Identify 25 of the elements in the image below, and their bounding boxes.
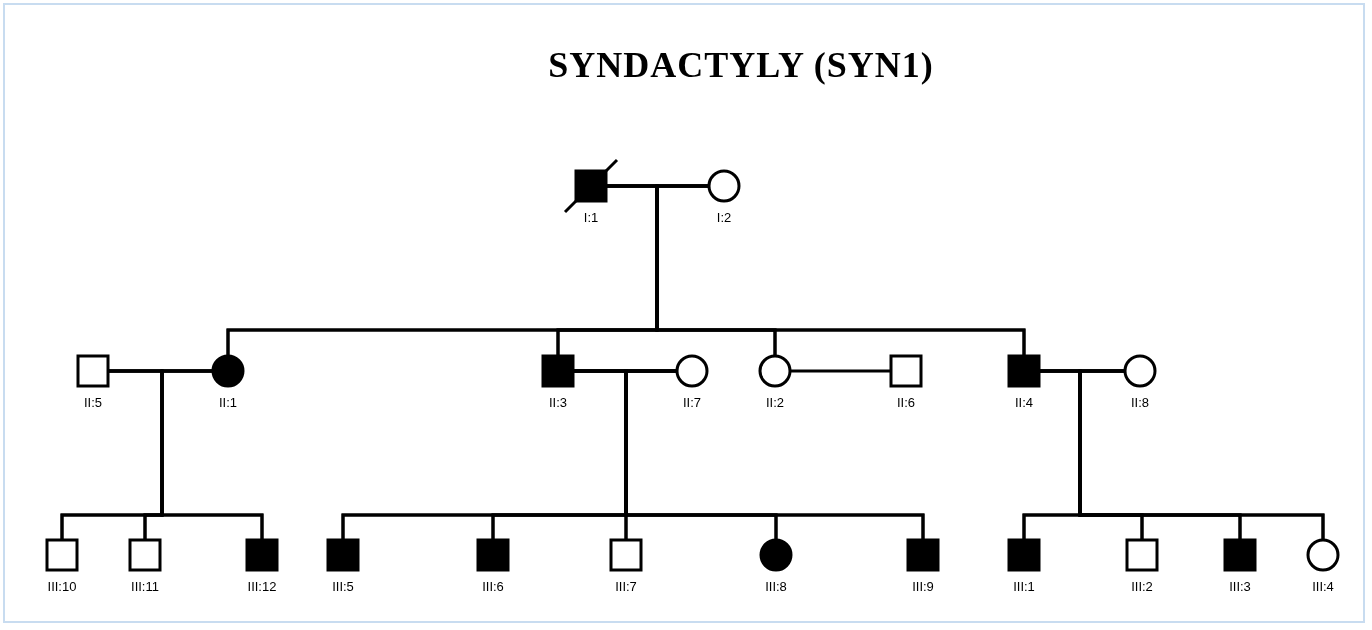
individual-id-label: III:6 <box>482 579 504 594</box>
individual-id-label: III:10 <box>47 579 77 594</box>
individual-id-label: III:7 <box>615 579 637 594</box>
individual-id-label: II:5 <box>83 395 103 410</box>
individual-id-label: III:2 <box>1131 579 1153 594</box>
individual-id-label: III:8 <box>765 579 787 594</box>
title: SYNDACTYLY (SYN1) <box>548 44 934 86</box>
individual-id-label: II:2 <box>765 395 785 410</box>
individual-id-label: II:7 <box>682 395 702 410</box>
individual-id-label: I:1 <box>583 210 599 225</box>
individual-id-label: I:2 <box>716 210 732 225</box>
individual-id-label: III:11 <box>131 579 159 594</box>
individual-id-label: II:8 <box>1130 395 1150 410</box>
mating-line <box>791 369 890 373</box>
individual-id-label: III:12 <box>247 579 277 594</box>
individual-id-label: II:1 <box>218 395 238 410</box>
individual-id-label: III:9 <box>912 579 934 594</box>
individual-id-label: III:1 <box>1013 579 1035 594</box>
individual-id-label: II:6 <box>896 395 916 410</box>
individual-id-label: II:4 <box>1014 395 1034 410</box>
individual-id-label: III:5 <box>332 579 354 594</box>
individual-id-label: III:4 <box>1312 579 1334 594</box>
individual-id-label: II:3 <box>548 395 568 410</box>
descent-line <box>160 369 264 539</box>
individual-id-label: III:3 <box>1229 579 1251 594</box>
